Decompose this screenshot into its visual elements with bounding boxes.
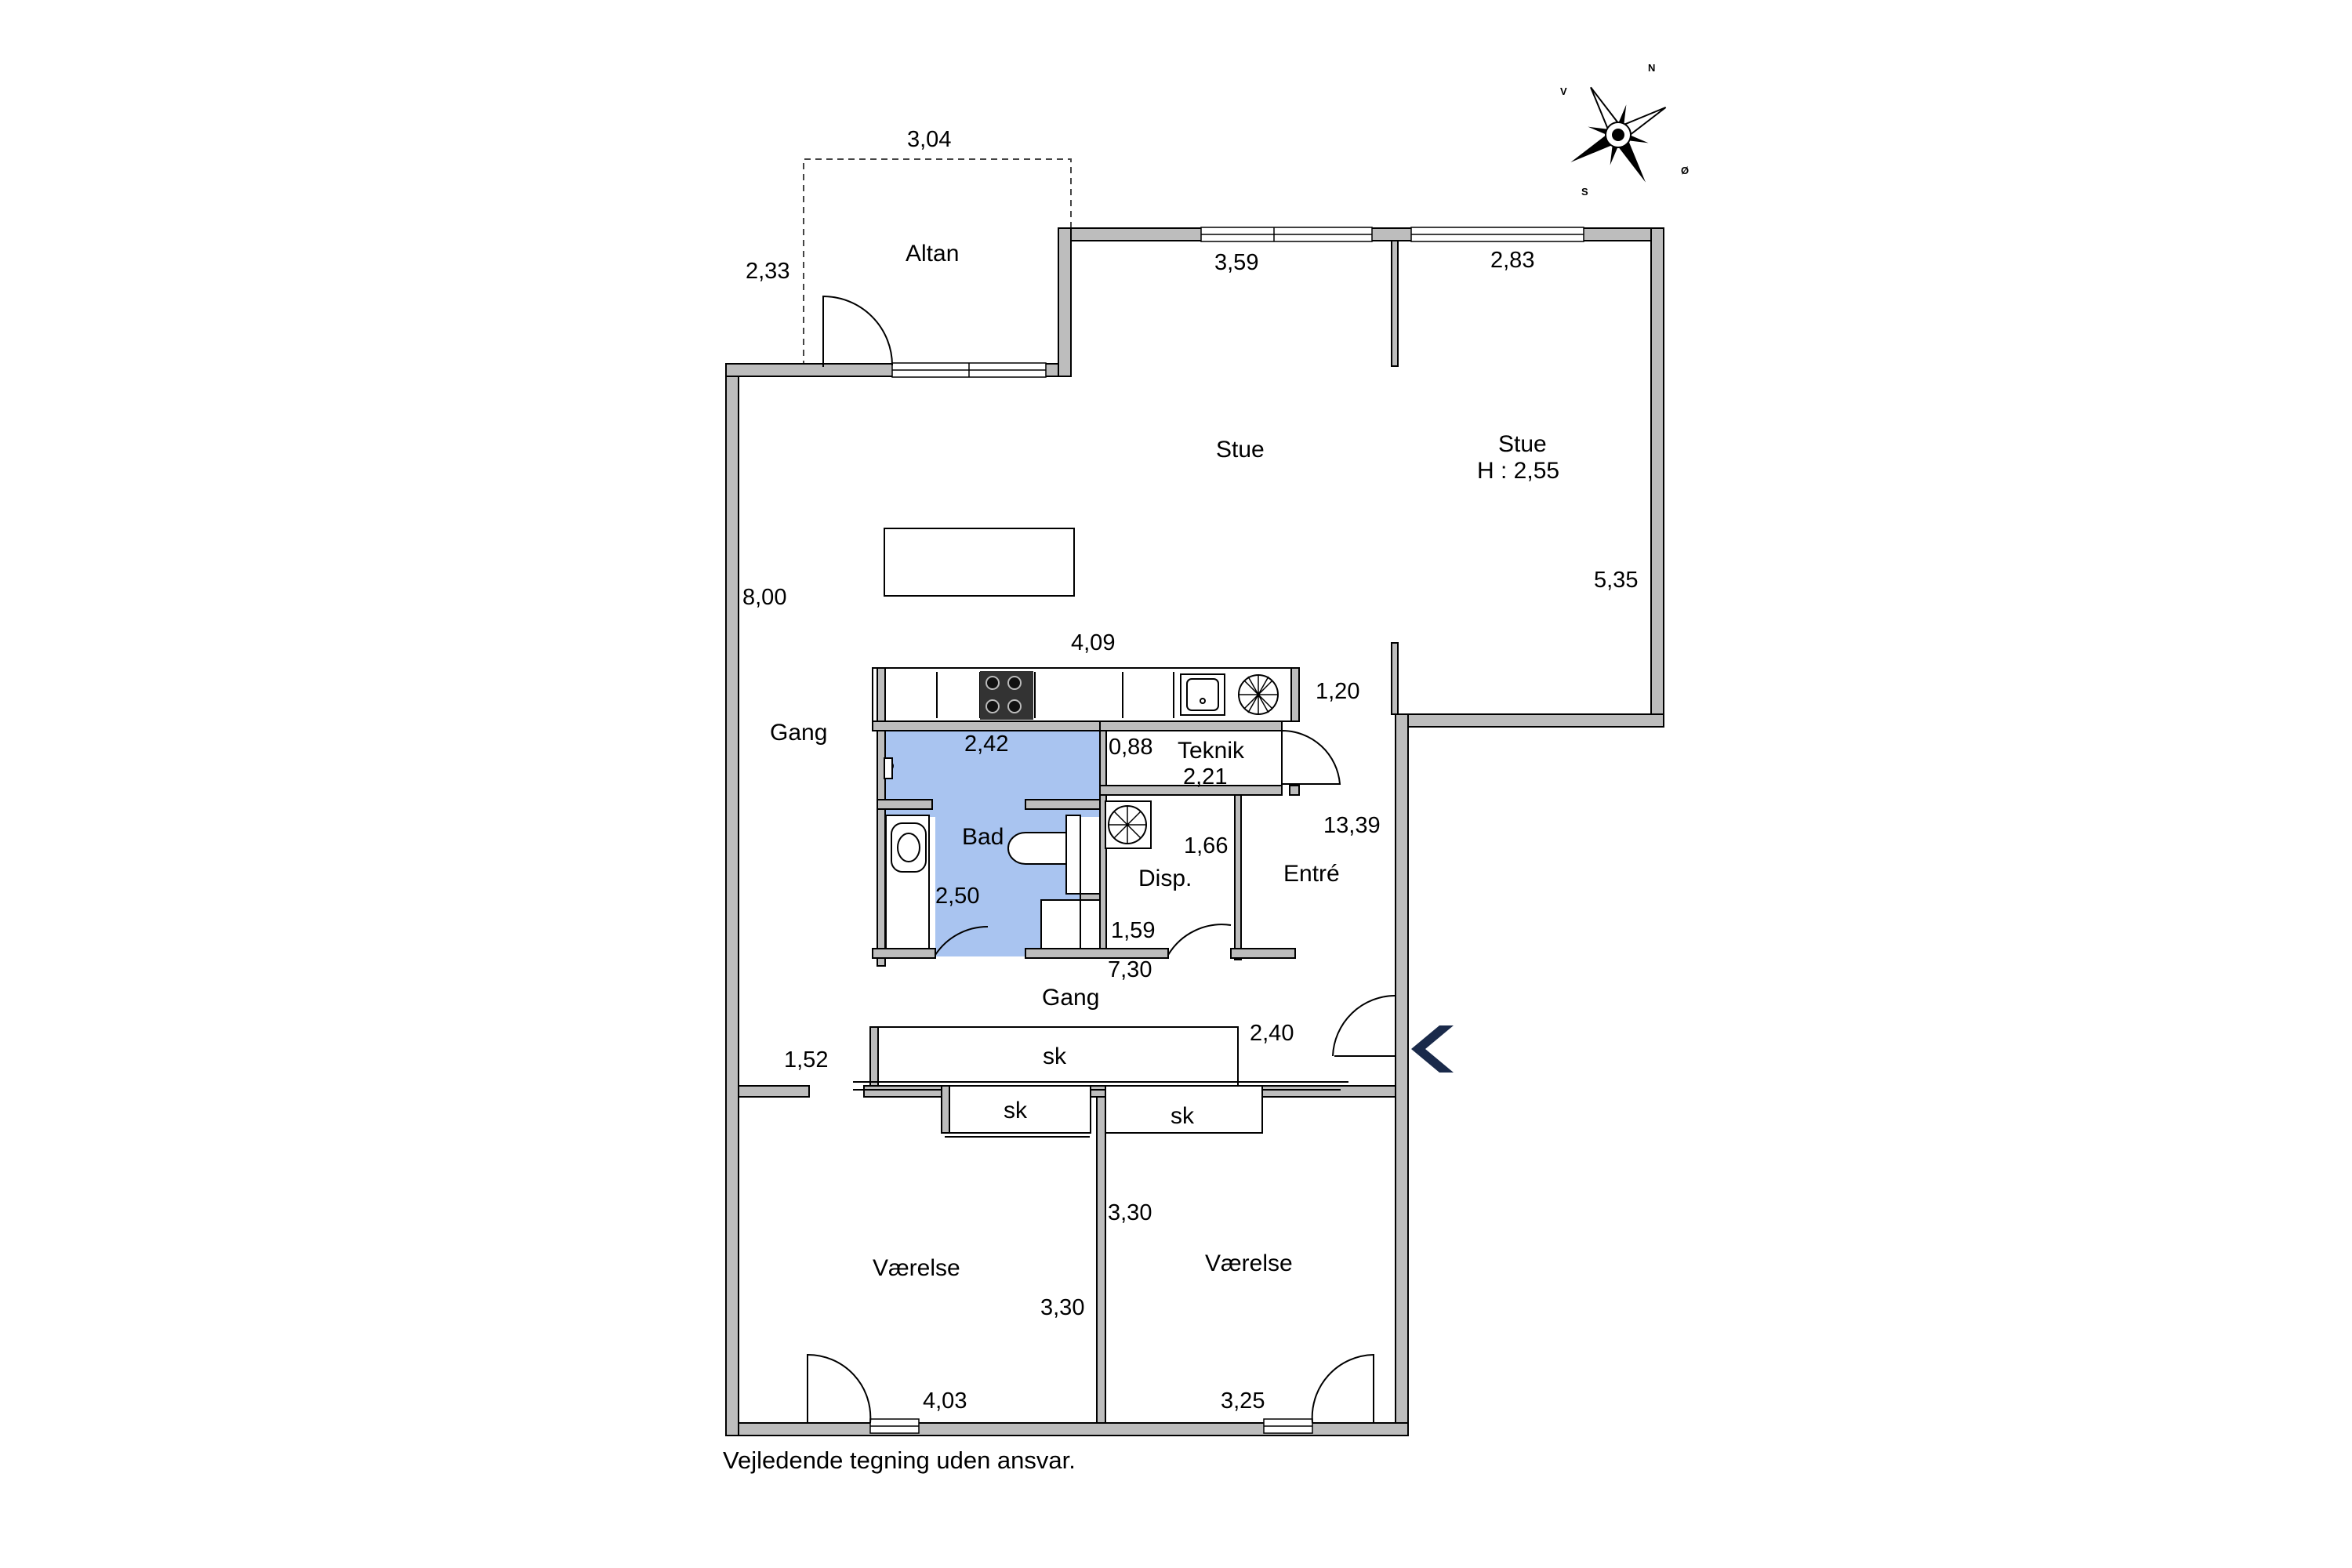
dim-disp-a: 1,66 [1184, 833, 1228, 858]
dim-altan-depth: 2,33 [746, 259, 789, 284]
compass-south: S [1581, 186, 1588, 198]
dim-vaerelse-east-side: 3,30 [1108, 1200, 1152, 1225]
dim-vaerelse-west-width: 4,03 [923, 1388, 967, 1414]
dim-kitchen-width: 4,09 [1071, 630, 1115, 655]
dim-teknik-depth-a: 1,20 [1316, 679, 1359, 704]
room-stue-east-height: H : 2,55 [1477, 458, 1559, 484]
dim-east-height: 5,35 [1594, 568, 1638, 593]
room-bad: Bad [962, 824, 1004, 850]
room-altan: Altan [906, 241, 959, 267]
sink-icon [1180, 673, 1225, 716]
compass-north: N [1648, 62, 1655, 74]
room-entre: Entré [1283, 861, 1340, 887]
dim-entre-length: 13,39 [1323, 813, 1381, 838]
dim-vaerelse-west-side: 3,30 [1040, 1295, 1084, 1320]
dim-bad-width: 2,42 [964, 731, 1008, 757]
compass-east: Ø [1681, 165, 1689, 176]
disclaimer: Vejledende tegning uden ansvar. [723, 1446, 1076, 1474]
stove-icon [980, 671, 1033, 720]
dim-vaerelse-east-width: 3,25 [1221, 1388, 1265, 1414]
dim-gang-length: 7,30 [1108, 957, 1152, 982]
room-vaerelse-west: Værelse [873, 1255, 960, 1281]
closet-sk-hall: sk [1043, 1044, 1067, 1069]
disp-fan-icon [1105, 800, 1152, 849]
interior-walls [872, 720, 1300, 960]
kitchen-island [884, 528, 1075, 597]
room-gang-center: Gang [1042, 985, 1099, 1011]
doors [807, 295, 1396, 1424]
dim-stue-window: 3,59 [1214, 250, 1258, 275]
room-vaerelse-east: Værelse [1205, 1250, 1293, 1276]
exterior-walls [725, 227, 1664, 1436]
dim-bad-depth: 2,50 [935, 884, 979, 909]
room-disp: Disp. [1138, 866, 1192, 891]
entrance-arrow-icon [1411, 1025, 1454, 1073]
room-teknik: Teknik [1178, 738, 1245, 764]
dim-teknik-width: 2,21 [1183, 764, 1227, 789]
compass-west: V [1560, 85, 1567, 97]
dim-altan-width: 3,04 [907, 127, 951, 152]
dim-west-length: 8,00 [742, 585, 786, 610]
fan-icon [1238, 674, 1279, 715]
wardrobe-bedrooms [941, 1085, 1263, 1138]
dim-sk-depth: 1,52 [784, 1047, 828, 1073]
dim-disp-b: 1,59 [1111, 918, 1155, 943]
bathroom-fixtures [884, 757, 1081, 949]
closet-sk-west: sk [1004, 1098, 1028, 1123]
dim-hall-width: 2,40 [1250, 1021, 1294, 1046]
closet-sk-east: sk [1171, 1103, 1195, 1129]
windows [869, 227, 1584, 1434]
wardrobe-hall [869, 1026, 1239, 1087]
room-gang-west: Gang [770, 720, 827, 746]
room-stue: Stue [1216, 437, 1265, 463]
balcony-outline [803, 158, 1072, 367]
compass-rose-icon [1570, 86, 1667, 183]
dim-teknik-depth-b: 0,88 [1109, 735, 1152, 760]
dim-stue-east-window: 2,83 [1490, 248, 1534, 273]
room-stue-east: Stue [1498, 431, 1547, 457]
